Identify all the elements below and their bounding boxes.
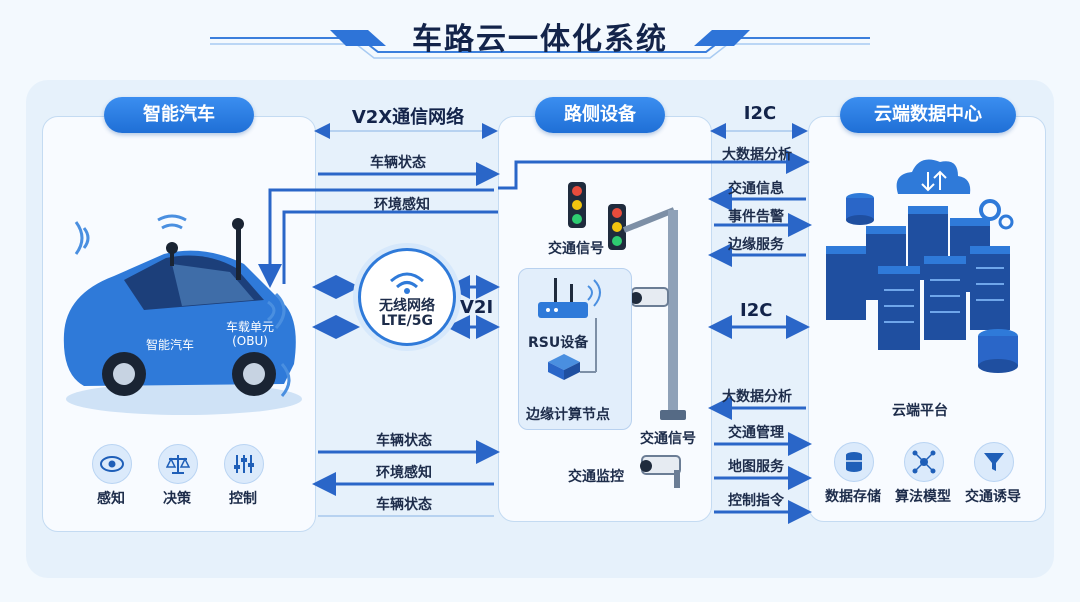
obu-label: 车载单元 (OBU) xyxy=(220,320,280,348)
control-label: 控制 xyxy=(218,488,268,508)
filter-icon xyxy=(983,451,1005,473)
data-storage-icon-circle xyxy=(834,442,874,482)
traffic-guidance-label: 交通诱导 xyxy=(958,486,1028,506)
edge-node-label: 边缘计算节点 xyxy=(526,404,610,424)
control-icon-circle xyxy=(224,444,264,484)
network-icon xyxy=(912,450,936,474)
scale-icon xyxy=(166,453,190,475)
arrow-label-map-service: 地图服务 xyxy=(728,456,784,476)
perception-label: 感知 xyxy=(86,488,136,508)
traffic-signal-top-label: 交通信号 xyxy=(548,238,604,258)
traffic-guidance-icon-circle xyxy=(974,442,1014,482)
rsu-label: RSU设备 xyxy=(528,332,588,352)
cloud-datacenter-illustration xyxy=(820,150,1034,388)
perception-icon-circle xyxy=(92,444,132,484)
traffic-camera-label: 交通监控 xyxy=(568,466,624,486)
i2c-middle-label: I2C xyxy=(740,300,772,321)
arrow-label-vehicle-state-3: 车辆状态 xyxy=(376,494,432,514)
eye-icon xyxy=(100,456,124,472)
arrow-label-control-command: 控制指令 xyxy=(728,490,784,510)
algorithm-model-label: 算法模型 xyxy=(888,486,958,506)
arrow-label-env-sensing-2: 环境感知 xyxy=(376,462,432,482)
smart-car-illustration xyxy=(54,214,304,424)
sliders-icon xyxy=(233,453,255,475)
v2i-label: V2I xyxy=(460,297,493,318)
wireless-network-sub: LTE/5G xyxy=(361,313,453,329)
arrow-label-traffic-mgmt: 交通管理 xyxy=(728,422,784,442)
arrow-label-event-alert: 事件告警 xyxy=(728,206,784,226)
car-label: 智能汽车 xyxy=(146,336,194,353)
wifi-icon xyxy=(361,257,453,297)
wireless-network-node: 无线网络 LTE/5G xyxy=(358,248,456,346)
arrow-label-env-sensing-1: 环境感知 xyxy=(374,194,430,214)
decision-icon-circle xyxy=(158,444,198,484)
arrow-label-bigdata-bottom: 大数据分析 xyxy=(722,386,792,406)
data-storage-label: 数据存储 xyxy=(818,486,888,506)
arrow-label-vehicle-state-2: 车辆状态 xyxy=(376,430,432,450)
database-icon xyxy=(844,451,864,473)
decision-label: 决策 xyxy=(152,488,202,508)
traffic-signal-bottom-label: 交通信号 xyxy=(640,428,696,448)
arrow-label-edge-service: 边缘服务 xyxy=(728,234,784,254)
arrow-label-bigdata-top: 大数据分析 xyxy=(722,144,792,164)
algorithm-icon-circle xyxy=(904,442,944,482)
wireless-network-title: 无线网络 xyxy=(361,295,453,315)
arrow-label-vehicle-state-1: 车辆状态 xyxy=(370,152,426,172)
arrow-label-traffic-info: 交通信息 xyxy=(728,178,784,198)
cloud-platform-label: 云端平台 xyxy=(880,400,960,420)
